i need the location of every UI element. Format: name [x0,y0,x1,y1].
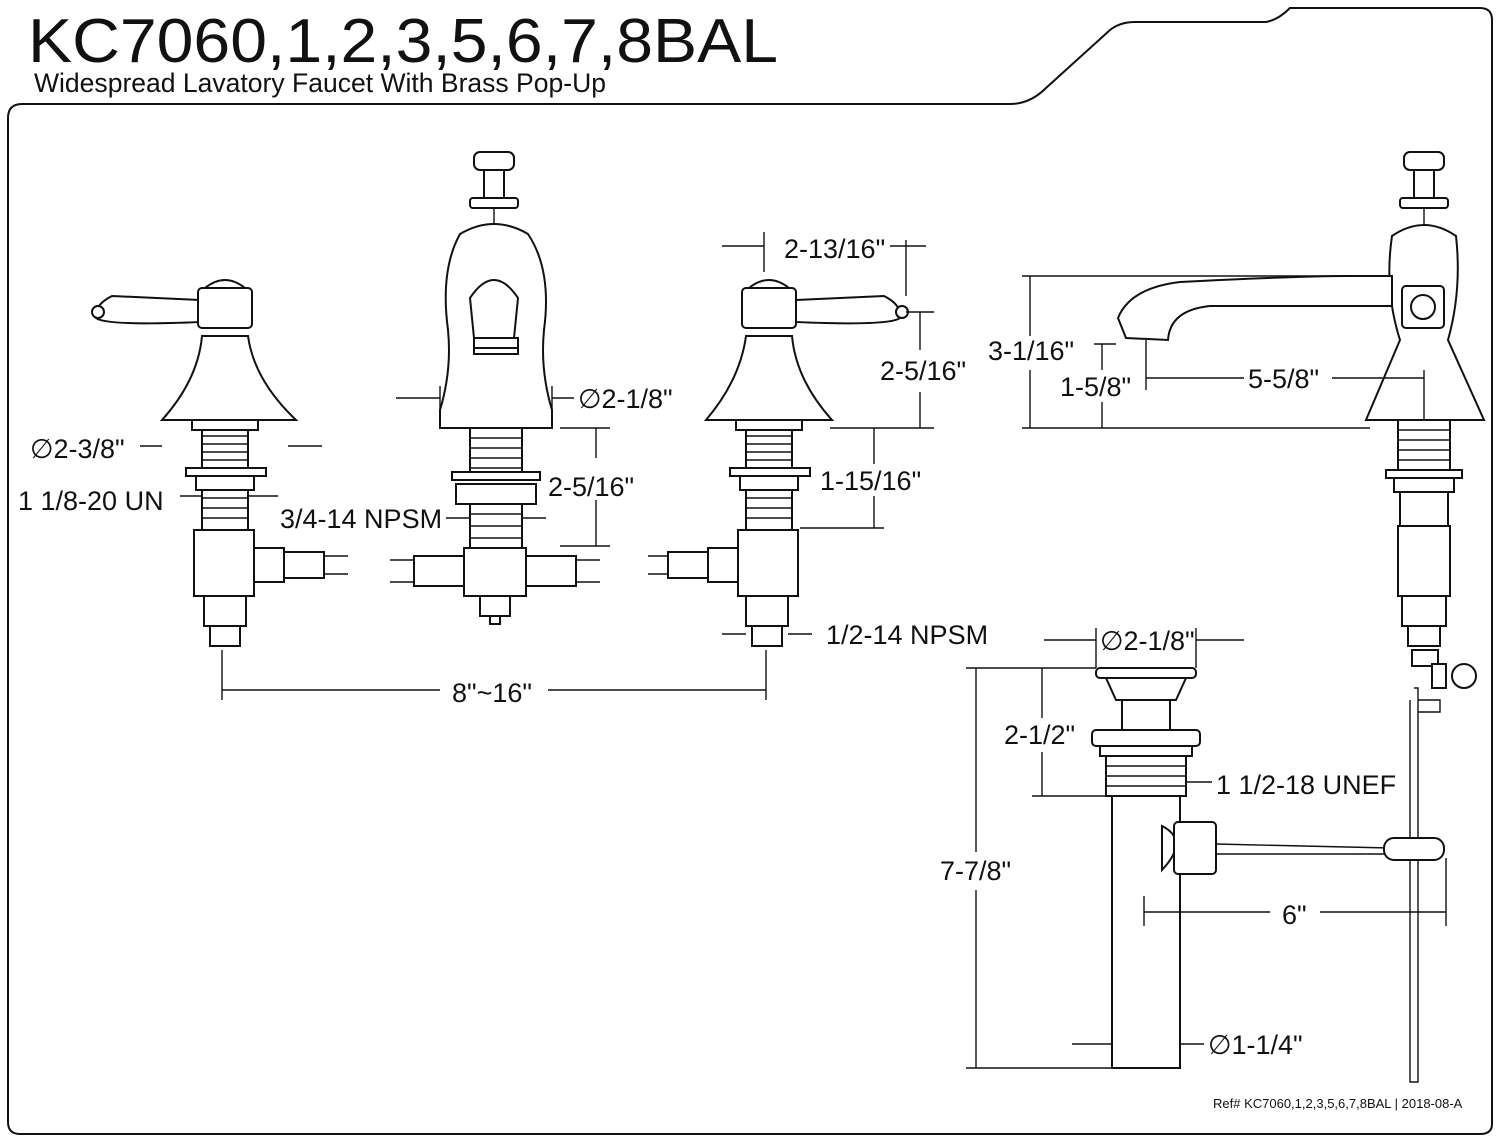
drain-flange-diameter-label: ∅2-1/8" [1100,626,1195,656]
left-thread-label: 1 1/8-20 UN [18,486,164,516]
reference-footer: Ref# KC7060,1,2,3,5,6,7,8BAL | 2018-08-A [1213,1096,1463,1111]
tailpiece-diameter-label: ∅1-1/4" [1208,1030,1303,1060]
drain-total-height-label: 7-7/8" [940,856,1011,886]
handle-shank-label: 1-15/16" [820,466,921,496]
spout-diameter-label: ∅2-1/8" [578,384,673,414]
dimension-lines [140,232,1447,1069]
side-view-spout [1116,151,1486,1083]
left-handle-valve [91,279,348,647]
handle-spread-label: 2-13/16" [784,234,885,264]
spout-thread-label: 3/4-14 NPSM [280,504,442,534]
drain-thread-label: 1 1/2-18 UNEF [1216,770,1396,800]
dimension-labels: ∅2-3/8" 1 1/8-20 UN 3/4-14 NPSM ∅2-1/8" … [18,234,1396,1060]
center-spout [390,151,600,625]
product-subtitle: Widespread Lavatory Faucet With Brass Po… [34,68,606,98]
center-spread-label: 8"~16" [452,678,532,708]
spout-reach-label: 5-5/8" [1248,364,1319,394]
model-title: KC7060,1,2,3,5,6,7,8BAL [28,7,778,76]
side-height-label: 3-1/16" [988,336,1074,366]
spout-shank-label: 2-5/16" [548,472,634,502]
left-thread-lines [202,435,248,461]
pivot-rod-length-label: 6" [1282,900,1307,930]
drawing-frame [7,7,1493,1135]
right-handle-valve [648,279,909,647]
aerator-height-label: 1-5/8" [1060,372,1131,402]
handle-height-label: 2-5/16" [880,356,966,386]
left-handle-diameter-label: ∅2-3/8" [30,434,125,464]
supply-thread-label: 1/2-14 NPSM [826,620,988,650]
pop-up-drain [1091,667,1445,1069]
drain-flange-height-label: 2-1/2" [1004,720,1075,750]
